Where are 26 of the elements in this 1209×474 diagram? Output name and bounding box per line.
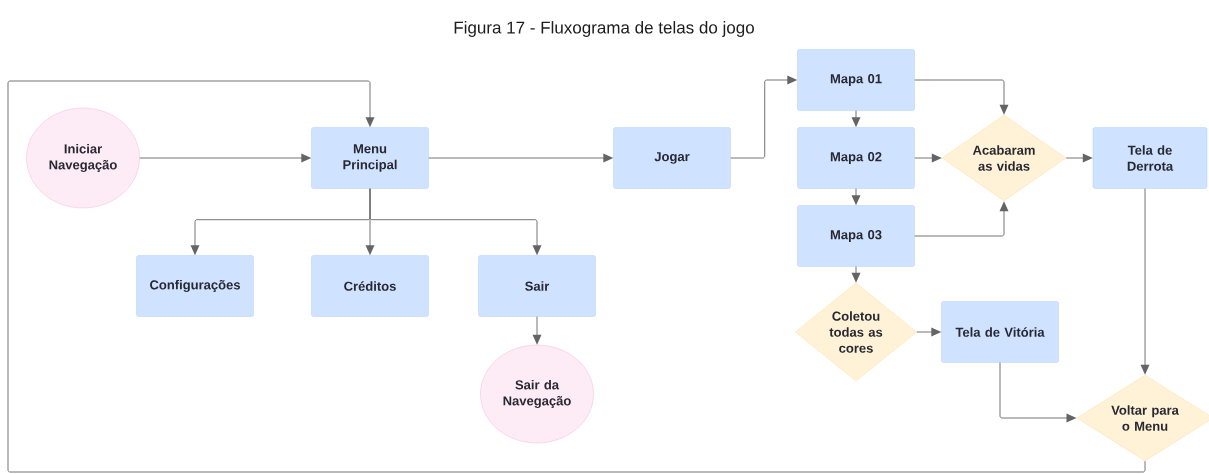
process-box: Mapa 02: [797, 127, 915, 189]
arrow: [914, 79, 1009, 115]
arrow: [369, 188, 542, 256]
process-box: Tela de Derrota: [1092, 127, 1208, 189]
process-box: Menu Principal: [311, 127, 429, 189]
process-box: Jogar: [613, 127, 731, 189]
process-box: Mapa 01: [797, 49, 915, 111]
arrow: [851, 266, 861, 283]
arrow: [851, 188, 861, 206]
arrow: [914, 153, 942, 163]
arrow: [532, 316, 542, 345]
arrow: [1065, 153, 1093, 163]
arrow: [999, 362, 1077, 423]
process-box: Tela de Vitória: [941, 301, 1059, 363]
process-box: Configurações: [136, 255, 254, 317]
process-box: Créditos: [311, 255, 429, 317]
process-box: Sair: [478, 255, 596, 317]
arrow: [1140, 188, 1150, 375]
process-box: Mapa 03: [797, 205, 915, 267]
arrow: [851, 110, 861, 128]
arrow: [139, 153, 312, 163]
figure-title: Figura 17 - Fluxograma de telas do jogo: [454, 21, 754, 37]
arrow: [916, 327, 942, 337]
arrow: [428, 153, 614, 163]
arrow: [730, 75, 798, 159]
arrow: [914, 201, 1009, 237]
